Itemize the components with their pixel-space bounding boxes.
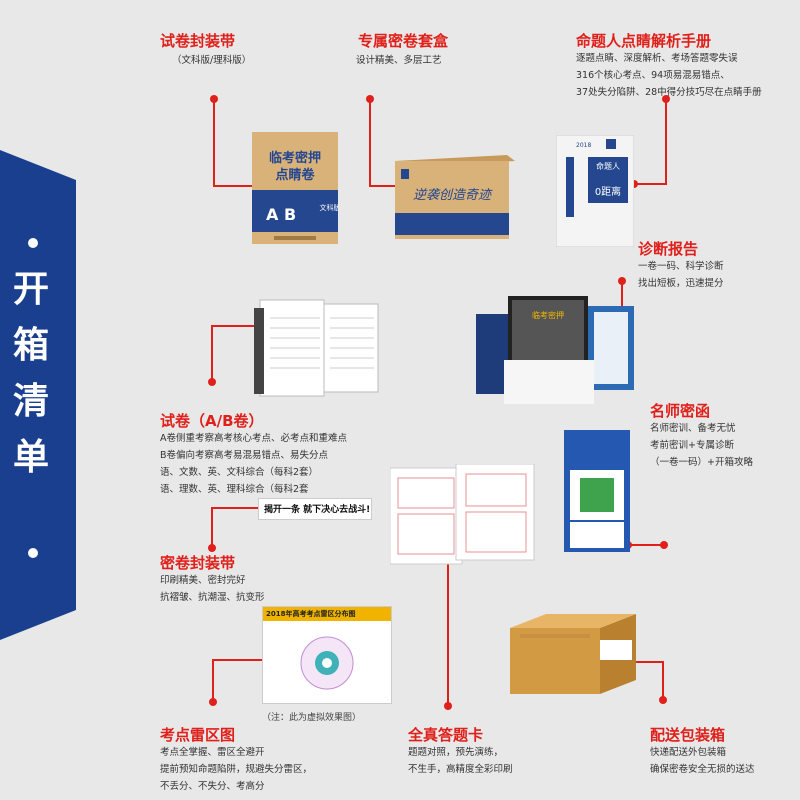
answer-desc-2: 不生手，高精度全彩印刷	[408, 764, 513, 775]
handbook-desc-1: 逐题点睛、深度解析、考场答题零失误	[576, 53, 738, 64]
seal-strip-title: 试卷封装带	[160, 32, 236, 50]
banner-title: 开箱清单	[12, 269, 49, 478]
side-banner	[0, 150, 76, 640]
answer-title: 全真答题卡	[408, 726, 484, 744]
exam-box-image: 逆袭创造奇迹	[395, 155, 515, 239]
sealband-title: 密卷封装带	[160, 554, 236, 572]
banner-dot-top	[28, 238, 38, 248]
radar-desc-1: 考点全掌握、雷区全避开	[160, 747, 265, 758]
answer-card-image	[390, 464, 535, 565]
handbook-desc-3: 37处失分陷阱、28中得分技巧尽在点睛手册	[576, 87, 762, 98]
radar-desc-2: 提前预知命题陷阱，规避失分雷区，	[160, 764, 313, 775]
handbook-title: 命题人点睛解析手册	[576, 32, 712, 50]
svg-text:临考密押: 临考密押	[269, 150, 321, 166]
banner-dot-bottom	[28, 548, 38, 558]
exam-title: 试卷（A/B卷）	[160, 412, 264, 430]
exam-desc-3: 语、文数、英、文科综合（每科2套）	[160, 467, 319, 478]
box-desc-1: 设计精美、多层工艺	[356, 55, 442, 66]
radar-card: 2018年高考考点雷区分布图	[262, 606, 392, 704]
svg-text:2018: 2018	[576, 142, 591, 149]
radar-card-title: 2018年高考考点雷区分布图	[263, 607, 391, 621]
teacher-letter-image	[564, 430, 630, 552]
shipping-desc-2: 确保密卷安全无损的送达	[650, 764, 755, 775]
report-title: 诊断报告	[638, 240, 699, 258]
radar-chart-icon	[300, 636, 354, 690]
svg-text:0距离: 0距离	[595, 185, 621, 198]
svg-text:文科版: 文科版	[320, 203, 339, 212]
svg-text:逆袭创造奇迹: 逆袭创造奇迹	[413, 188, 493, 203]
seal-strip-image	[258, 498, 372, 520]
exam-papers-image	[254, 299, 379, 397]
teacher-title: 名师密函	[650, 402, 711, 420]
shipping-desc-1: 快递配送外包装箱	[650, 747, 727, 758]
radar-note: （注：此为虚拟效果图）	[262, 713, 362, 723]
seal-strip-text: 揭开一条 就下决心去战斗!	[264, 505, 371, 515]
teacher-desc-2: 考前密训+专属诊断	[650, 440, 734, 451]
sealband-desc-2: 抗褶皱、抗潮湿、抗变形	[160, 592, 265, 603]
svg-text:点睛卷: 点睛卷	[275, 167, 315, 183]
shipping-box-image	[510, 614, 636, 694]
report-image: 临考密押	[476, 296, 634, 404]
svg-text:命题人: 命题人	[596, 161, 620, 171]
svg-text:A B: A B	[266, 205, 296, 224]
sealband-desc-1: 印刷精美、密封完好	[160, 575, 246, 586]
exam-desc-1: A卷侧重考察高考核心考点、必考点和重难点	[160, 433, 347, 444]
shipping-title: 配送包装箱	[650, 726, 726, 744]
handbook-desc-2: 316个核心考点、94项易混易错点、	[576, 70, 730, 81]
report-desc-1: 一卷一码、科学诊断	[638, 261, 724, 272]
teacher-desc-1: 名师密训、备考无忧	[650, 423, 736, 434]
exam-desc-4: 语、理数、英、理科综合（每科2套	[160, 484, 309, 495]
handbook-image: 命题人 0距离 2018	[556, 135, 634, 247]
exam-book-image: 临考密押 点睛卷 A B 文科版	[252, 132, 338, 244]
radar-desc-3: 不丢分、不失分、考高分	[160, 781, 265, 792]
svg-text:临考密押: 临考密押	[532, 310, 564, 320]
box-title: 专属密卷套盒	[358, 32, 449, 50]
answer-desc-1: 题题对照，预先演练，	[408, 747, 504, 758]
teacher-desc-3: （一卷一码）+开箱攻略	[650, 457, 753, 468]
seal-strip-desc-1: （文科版/理科版）	[172, 55, 252, 66]
report-desc-2: 找出短板，迅速提分	[638, 278, 724, 289]
radar-title: 考点雷区图	[160, 726, 236, 744]
exam-desc-2: B卷偏向考察高考易混易错点、易失分点	[160, 450, 329, 461]
